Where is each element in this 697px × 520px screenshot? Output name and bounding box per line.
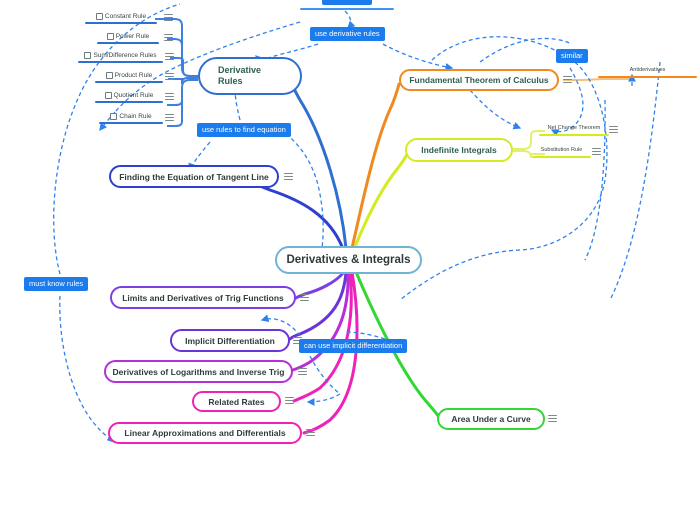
- leaf-chain-rule-label: Chain Rule: [119, 113, 152, 120]
- node-indefinite-integrals-label: Indefinite Integrals: [421, 145, 497, 155]
- node-finding-tangent-line[interactable]: Finding the Equation of Tangent Line: [109, 165, 279, 188]
- leaf-quotient-rule-label: Quotient Rule: [113, 92, 154, 99]
- node-derivative-rules-label-line2: Rules: [218, 76, 243, 86]
- node-finding-tangent-line-label: Finding the Equation of Tangent Line: [119, 171, 269, 182]
- node-related-rates-label: Related Rates: [208, 396, 265, 407]
- relation-label-can-use-implicit-differentiation-text: can use implicit differentiation: [304, 341, 403, 350]
- leaf-net-change-theorem-label: Net Change Theorem: [547, 125, 601, 131]
- toggle-substitution-rule[interactable]: [592, 147, 601, 156]
- node-implicit-differentiation[interactable]: Implicit Differentiation: [170, 329, 290, 352]
- leaf-net-change-theorem[interactable]: Net Change Theorem: [539, 124, 609, 136]
- relation-label-similar[interactable]: similar: [556, 49, 588, 63]
- toggle-product-rule[interactable]: [165, 72, 174, 81]
- checkbox-chain-rule[interactable]: [110, 112, 118, 120]
- leaf-substitution-rule-label: Substitution Rule: [540, 147, 583, 153]
- leaf-substitution-rule[interactable]: Substitution Rule: [532, 146, 591, 158]
- leaf-constant-rule[interactable]: Constant Rule: [85, 12, 157, 24]
- checkbox-quotient-rule[interactable]: [104, 91, 112, 99]
- node-fundamental-theorem[interactable]: Fundamental Theorem of Calculus: [399, 69, 559, 91]
- leaf-product-rule-label: Product Rule: [114, 72, 153, 79]
- node-limits-derivatives-trig-label: Limits and Derivatives of Trig Functions: [122, 292, 284, 303]
- leaf-sum-difference-rules[interactable]: Sum/Difference Rules: [78, 51, 163, 63]
- node-derivatives-logs-inverse-trig-label: Derivatives of Logarithms and Inverse Tr…: [112, 366, 285, 377]
- checkbox-power-rule[interactable]: [106, 32, 114, 40]
- relation-label-use-derivative-rules-text: use derivative rules: [315, 29, 380, 38]
- top-cut-underline: [300, 8, 394, 10]
- relation-label-use-rules-to-find-equation[interactable]: use rules to find equation: [197, 123, 291, 137]
- node-linear-approximations-label: Linear Approximations and Differentials: [124, 428, 286, 438]
- relation-label-must-know-rules-text: must know rules: [29, 279, 84, 288]
- leaf-power-rule-label: Power Rule: [115, 33, 150, 40]
- node-limits-derivatives-trig[interactable]: Limits and Derivatives of Trig Functions: [110, 286, 296, 309]
- node-derivatives-logs-inverse-trig[interactable]: Derivatives of Logarithms and Inverse Tr…: [104, 360, 293, 383]
- toggle-area-under-curve[interactable]: [548, 414, 557, 423]
- relation-label-use-rules-to-find-equation-text: use rules to find equation: [202, 125, 286, 134]
- node-derivative-rules-label-line1: Derivative: [218, 64, 262, 75]
- toggle-chain-rule[interactable]: [165, 113, 174, 122]
- toggle-linear-approximations[interactable]: [306, 428, 315, 437]
- relation-label-must-know-rules[interactable]: must know rules: [24, 277, 89, 291]
- node-area-under-curve[interactable]: Area Under a Curve: [437, 408, 545, 430]
- node-fundamental-theorem-label: Fundamental Theorem of Calculus: [409, 75, 549, 85]
- node-derivative-rules[interactable]: Derivative Rules: [198, 57, 302, 95]
- node-related-rates[interactable]: Related Rates: [192, 391, 281, 412]
- node-linear-approximations[interactable]: Linear Approximations and Differentials: [108, 422, 302, 444]
- leaf-constant-rule-label: Constant Rule: [104, 13, 147, 20]
- toggle-fundamental-theorem[interactable]: [563, 75, 572, 84]
- cut-off-relation-label[interactable]: [322, 0, 372, 5]
- leaf-quotient-rule[interactable]: Quotient Rule: [95, 91, 163, 103]
- leaf-antiderivatives-label: Antiderivatives: [629, 67, 666, 73]
- central-node-label: Derivatives & Integrals: [286, 254, 411, 266]
- toggle-quotient-rule[interactable]: [165, 92, 174, 101]
- toggle-derivatives-logs-inverse-trig[interactable]: [298, 367, 307, 376]
- toggle-power-rule[interactable]: [164, 33, 173, 42]
- leaf-product-rule[interactable]: Product Rule: [95, 71, 163, 83]
- central-node[interactable]: Derivatives & Integrals: [275, 246, 422, 274]
- leaf-power-rule[interactable]: Power Rule: [97, 32, 159, 44]
- toggle-constant-rule[interactable]: [164, 13, 173, 22]
- toggle-limits-derivatives-trig[interactable]: [300, 293, 309, 302]
- toggle-sum-difference-rules[interactable]: [165, 52, 174, 61]
- toggle-related-rates[interactable]: [285, 396, 294, 405]
- relation-label-similar-text: similar: [561, 51, 583, 60]
- node-implicit-differentiation-label: Implicit Differentiation: [185, 335, 275, 346]
- leaf-chain-rule[interactable]: Chain Rule: [99, 112, 163, 124]
- leaf-antiderivatives[interactable]: Antiderivatives: [598, 66, 697, 78]
- relation-label-use-derivative-rules[interactable]: use derivative rules: [310, 27, 385, 41]
- checkbox-sum-difference-rules[interactable]: [84, 51, 92, 59]
- toggle-net-change-theorem[interactable]: [609, 125, 618, 134]
- toggle-implicit-differentiation[interactable]: [293, 336, 302, 345]
- leaf-sum-difference-rules-label: Sum/Difference Rules: [93, 52, 157, 59]
- toggle-finding-tangent-line[interactable]: [284, 172, 293, 181]
- relation-label-can-use-implicit-differentiation[interactable]: can use implicit differentiation: [299, 339, 408, 353]
- checkbox-constant-rule[interactable]: [95, 12, 103, 20]
- checkbox-product-rule[interactable]: [105, 71, 113, 79]
- node-area-under-curve-label: Area Under a Curve: [451, 414, 531, 424]
- node-indefinite-integrals[interactable]: Indefinite Integrals: [405, 138, 513, 162]
